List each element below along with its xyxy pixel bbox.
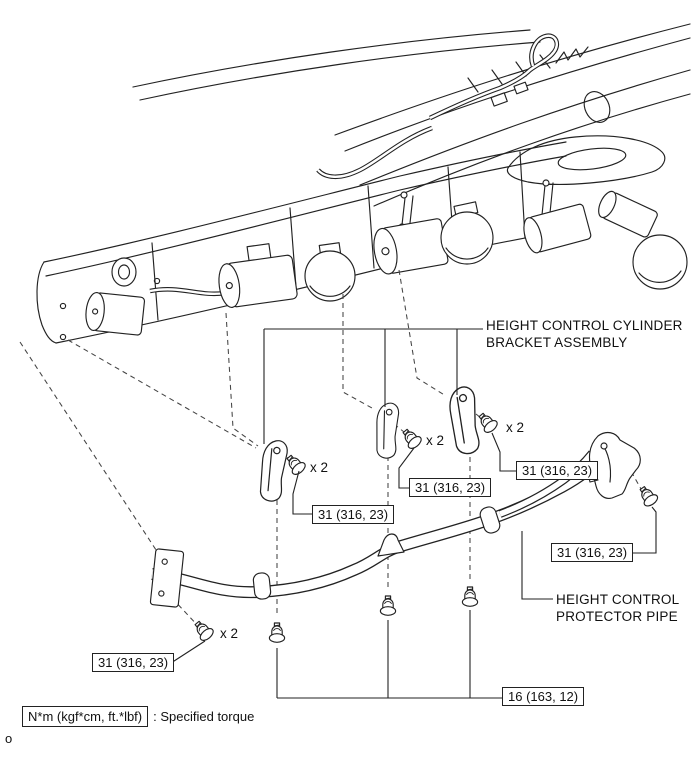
bolt-pipe-lower-2 (379, 595, 397, 616)
cylinder-bracket-right (447, 385, 481, 456)
label-bracket-assembly-line1: HEIGHT CONTROL CYLINDER (486, 318, 683, 333)
torque-spec-box: 31 (316, 23) (551, 543, 634, 562)
quantity-marker: x 2 (220, 626, 239, 641)
cylinder-bracket-middle (373, 401, 400, 460)
torque-spec-box: 31 (316, 23) (516, 461, 599, 480)
torque-spec-box: 31 (316, 23) (312, 505, 395, 524)
bolt-bracket-right (474, 409, 500, 436)
cylinder-bracket-left (256, 438, 290, 504)
torque-legend: N*m (kgf*cm, ft.*lbf) : Specified torque (22, 706, 254, 727)
torque-unit-box: N*m (kgf*cm, ft.*lbf) (22, 706, 149, 727)
page-footer-char: o (5, 731, 13, 746)
underbody-frame (36, 23, 691, 344)
pipe-left-mount (149, 548, 185, 608)
torque-spec-box: 31 (316, 23) (409, 478, 492, 497)
bolt-pipe-lower-1 (268, 622, 286, 643)
bolt-pipe-left (190, 617, 216, 644)
label-protector-pipe-line2: PROTECTOR PIPE (556, 608, 678, 624)
quantity-marker: x 2 (506, 420, 525, 435)
bolt-pipe-end (635, 483, 661, 509)
torque-spec-box: 16 (163, 12) (502, 687, 585, 706)
label-protector-pipe: HEIGHT CONTROL PROTECTOR PIPE (556, 592, 679, 625)
bolt-pipe-lower-3 (461, 586, 479, 607)
label-bracket-assembly: HEIGHT CONTROL CYLINDER BRACKET ASSEMBLY (486, 318, 683, 351)
label-protector-pipe-line1: HEIGHT CONTROL (556, 592, 680, 607)
quantity-marker: x 2 (310, 460, 329, 475)
label-bracket-assembly-line2: BRACKET ASSEMBLY (486, 334, 628, 350)
height-control-cylinders (85, 179, 688, 336)
quantity-marker: x 2 (426, 433, 445, 448)
torque-legend-description: : Specified torque (153, 709, 255, 724)
torque-spec-box: 31 (316, 23) (92, 653, 175, 672)
leader-lines (170, 328, 657, 699)
bolt-bracket-middle (398, 425, 424, 452)
height-control-protector-pipe (149, 431, 641, 608)
